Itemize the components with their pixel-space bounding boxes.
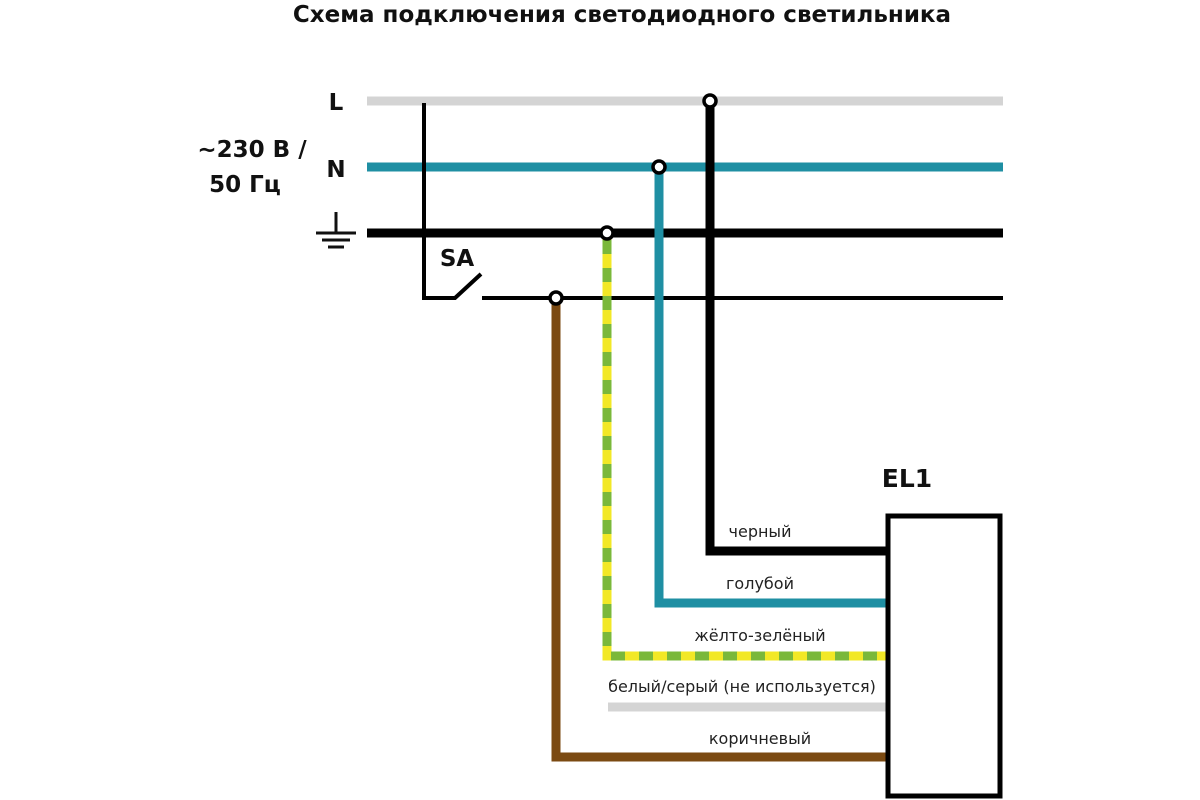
line-label-N: N bbox=[326, 157, 345, 183]
lamp-EL1 bbox=[885, 513, 1003, 799]
supply-frequency-label: 50 Гц bbox=[209, 172, 281, 198]
diagram-title: Схема подключения светодиодного светильн… bbox=[293, 2, 951, 28]
wire-blue bbox=[654, 167, 887, 608]
junction-N bbox=[651, 159, 667, 175]
switch-SA bbox=[422, 103, 483, 300]
junction-L bbox=[702, 93, 718, 109]
lamp-label: EL1 bbox=[882, 464, 932, 493]
wire-yellow-green-stripes bbox=[602, 240, 887, 661]
wire-label-brown: коричневый bbox=[709, 729, 811, 748]
wire-yellow-green-base bbox=[602, 233, 887, 661]
ground-icon bbox=[316, 212, 356, 249]
wire-label-yellow-green: жёлто-зелёный bbox=[694, 626, 825, 645]
line-label-L: L bbox=[329, 90, 344, 116]
wire-brown bbox=[551, 298, 887, 762]
switch-label: SA bbox=[440, 246, 475, 272]
junction-ground bbox=[599, 225, 615, 241]
wire-label-blue: голубой bbox=[726, 574, 794, 593]
wire-label-black: черный bbox=[729, 522, 792, 541]
wire-label-unused: белый/серый (не используется) bbox=[608, 677, 876, 696]
junction-switched bbox=[548, 290, 564, 306]
supply-voltage-label: ~230 В / bbox=[197, 137, 307, 163]
wire-black bbox=[705, 101, 887, 556]
